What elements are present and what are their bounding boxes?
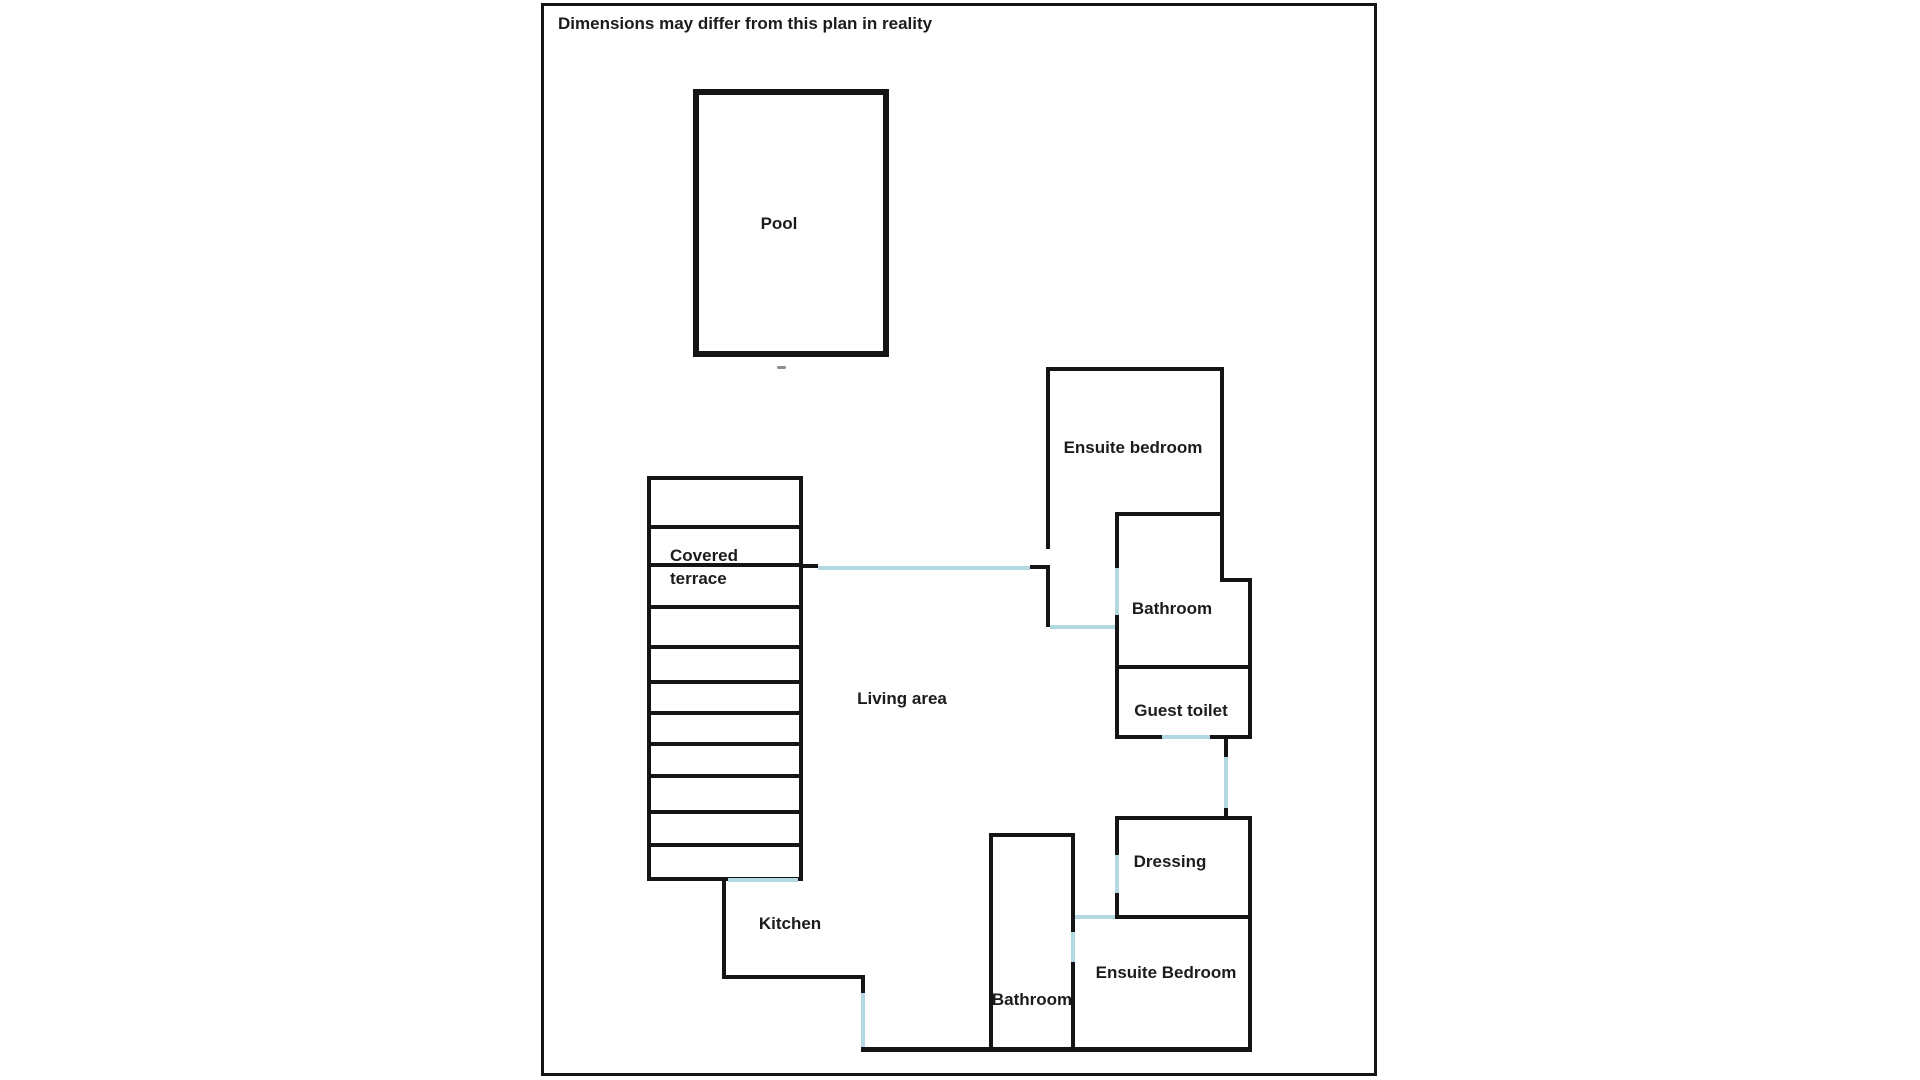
wall-tick-terrace-side xyxy=(799,564,818,568)
wall-bedroom1-left-lower xyxy=(1046,569,1050,627)
terrace-slat-3 xyxy=(651,605,799,609)
door-connect-bath2-dressing xyxy=(1075,915,1115,919)
terrace-slat-8 xyxy=(651,774,799,778)
wall-dressing-left-lower xyxy=(1115,893,1119,919)
door-dressing xyxy=(1115,855,1119,893)
room-label-guest-toilet: Guest toilet xyxy=(1134,700,1228,720)
room-label-covered: Covered xyxy=(670,546,739,565)
wall-dressing-left-upper xyxy=(1115,816,1119,855)
wall-bathroom2-right-lower xyxy=(1071,962,1075,1052)
terrace-slat-2 xyxy=(651,563,799,567)
wall-bedroom1-top xyxy=(1046,367,1224,371)
wall-kitchen-tick xyxy=(861,975,865,993)
pool-small-mark xyxy=(777,366,786,369)
room-label-bathroom1: Bathroom xyxy=(1131,598,1213,618)
door-guest-toilet xyxy=(1162,735,1210,739)
terrace-slat-10 xyxy=(651,843,799,847)
disclaimer-note: Dimensions may differ from this plan in … xyxy=(558,14,933,33)
wall-stub-lower xyxy=(1224,808,1228,816)
room-label-pool: Pool xyxy=(760,213,798,233)
door-living-glass-line xyxy=(818,566,1030,570)
terrace-slat-9 xyxy=(651,810,799,814)
room-label-dressing: Dressing xyxy=(1133,851,1207,871)
wall-kitchen-bottom xyxy=(722,975,865,979)
wall-bedroom1-right xyxy=(1220,367,1224,582)
wall-bathroom2-left xyxy=(989,833,993,1052)
wall-bathroom2-top xyxy=(989,833,1075,837)
terrace-slat-6 xyxy=(651,711,799,715)
wall-right-lower xyxy=(1248,816,1252,1052)
room-label-bathroom2: Bathroom xyxy=(991,989,1073,1009)
door-kitchen-window xyxy=(728,878,798,882)
room-label-living-area: Living area xyxy=(857,688,947,708)
door-bedroom1 xyxy=(1050,625,1115,629)
wall-house-bottom xyxy=(861,1047,1252,1052)
wall-terrace-left xyxy=(647,476,651,881)
wall-guest-bottom-left xyxy=(1115,735,1162,739)
door-corridor xyxy=(1224,757,1228,808)
room-label-ensuite-bedroom2: Ensuite Bedroom xyxy=(1095,962,1237,982)
wall-bathroom1-left-upper xyxy=(1115,512,1119,568)
terrace-slat-4 xyxy=(651,645,799,649)
wall-bathroom2-right-upper xyxy=(1071,833,1075,932)
terrace-slat-5 xyxy=(651,680,799,684)
wall-kitchen-left xyxy=(722,878,726,979)
room-label-ensuite-bedroom1: Ensuite bedroom xyxy=(1063,437,1203,457)
wall-dressing-bottom xyxy=(1115,915,1252,919)
room-label-terrace: terrace xyxy=(670,569,727,588)
door-bathroom2 xyxy=(1071,932,1075,962)
wall-stub-upper xyxy=(1224,739,1228,757)
pool-outline xyxy=(693,89,889,357)
plan-outer-border xyxy=(541,3,1377,1076)
wall-tick-bedroom-side xyxy=(1030,565,1050,569)
door-bathroom1 xyxy=(1115,568,1119,615)
wall-guest-bottom-right xyxy=(1210,735,1252,739)
wall-bedroom1-left-upper xyxy=(1046,367,1050,549)
terrace-slat-1 xyxy=(651,525,799,529)
door-hall-opening xyxy=(861,993,865,1047)
wall-terrace-right xyxy=(799,476,803,881)
wall-notch-step xyxy=(1220,578,1252,582)
terrace-slat-7 xyxy=(651,742,799,746)
wall-bathroom1-top xyxy=(1115,512,1224,516)
wall-right-mid xyxy=(1248,578,1252,739)
wall-dressing-top xyxy=(1115,816,1252,820)
room-label-kitchen: Kitchen xyxy=(758,913,822,933)
wall-terrace-top xyxy=(647,476,803,480)
wall-bathroom1-left-lower xyxy=(1115,615,1119,739)
wall-bath1-guest-divider xyxy=(1115,665,1252,669)
